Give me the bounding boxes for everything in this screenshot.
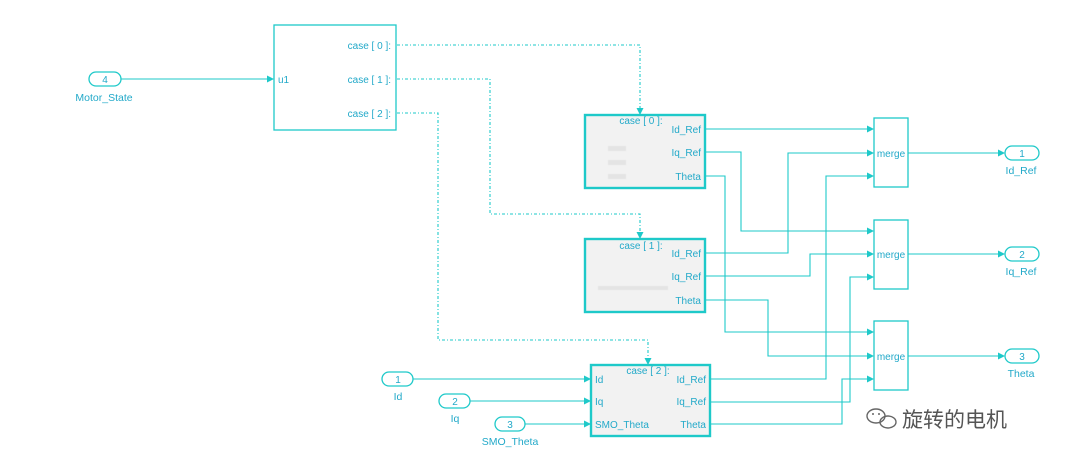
- subsystem-out-label: Theta: [675, 172, 701, 183]
- outport-id-ref[interactable]: 1 Id_Ref: [1004, 145, 1040, 177]
- subsystem-out-label: Id_Ref: [672, 125, 702, 136]
- wire-s0-iqref: [705, 151, 874, 235]
- inport-iq[interactable]: 2 Iq: [438, 393, 471, 425]
- faint-port-mark: [607, 159, 627, 166]
- action-wire-case1: [397, 78, 644, 239]
- wire-s2-idref: [710, 172, 874, 380]
- switch-case-label-0: case [ 0 ]:: [348, 41, 391, 52]
- wire-s2-iqref: [710, 273, 874, 403]
- outport-theta[interactable]: 3 Theta: [1004, 348, 1040, 380]
- subsystem-title: case [ 0 ]:: [619, 116, 662, 127]
- merge-block-2[interactable]: merge: [873, 219, 909, 290]
- inport-motor-state[interactable]: 4 Motor_State: [75, 71, 133, 104]
- inport-number: 4: [102, 75, 108, 86]
- subsystem-out-label: Iq_Ref: [677, 397, 707, 408]
- switch-case-body[interactable]: [273, 24, 397, 131]
- inport-name: Motor_State: [75, 92, 132, 104]
- switch-case-block[interactable]: u1 case [ 0 ]: case [ 1 ]: case [ 2 ]:: [273, 24, 397, 131]
- subsystem-case0-body[interactable]: [583, 113, 707, 190]
- outport-shape[interactable]: [1004, 348, 1040, 364]
- outport-number: 3: [1019, 352, 1025, 363]
- subsystem-case1[interactable]: case [ 1 ]: Id_Ref Iq_Ref Theta: [583, 237, 707, 314]
- merge-label: merge: [877, 352, 906, 363]
- wire-s1-idref: [705, 149, 874, 254]
- switch-case-label-2: case [ 2 ]:: [348, 109, 391, 120]
- wire-s1-iqref: [705, 250, 874, 277]
- action-wire-case0: [397, 44, 644, 115]
- inport-smo-theta[interactable]: 3 SMO_Theta: [482, 416, 539, 448]
- merge-block-1[interactable]: merge: [873, 117, 909, 188]
- subsystem-title: case [ 1 ]:: [619, 241, 662, 252]
- outport-number: 2: [1019, 250, 1025, 261]
- merge-body[interactable]: [873, 117, 909, 188]
- outport-name: Theta: [1008, 368, 1035, 380]
- subsystem-case2[interactable]: case [ 2 ]: Id Iq SMO_Theta Id_Ref Iq_Re…: [589, 363, 712, 438]
- subsystem-out-label: Iq_Ref: [672, 148, 702, 159]
- switch-case-label-1: case [ 1 ]:: [348, 75, 391, 86]
- outport-shape[interactable]: [1004, 145, 1040, 161]
- faint-port-mark: [607, 173, 627, 180]
- wechat-icon: [866, 408, 897, 429]
- subsystem-title: case [ 2 ]:: [626, 366, 669, 377]
- inport-number: 2: [452, 397, 458, 408]
- merge-body[interactable]: [873, 219, 909, 290]
- signal-lines: [121, 44, 1005, 428]
- wire-s1-theta: [705, 299, 874, 360]
- merge-block-3[interactable]: merge: [873, 320, 909, 391]
- merge-label: merge: [877, 250, 906, 261]
- subsystem-case0[interactable]: case [ 0 ]: Id_Ref Iq_Ref Theta: [583, 113, 707, 190]
- inport-name: Id: [394, 391, 403, 403]
- inport-name: Iq: [451, 413, 460, 425]
- subsystem-in-label: Iq: [595, 397, 603, 408]
- faint-port-mark: [607, 145, 627, 152]
- inport-number: 1: [395, 375, 401, 386]
- merge-label: merge: [877, 149, 906, 160]
- outport-name: Id_Ref: [1006, 165, 1037, 177]
- outport-name: Iq_Ref: [1006, 266, 1037, 278]
- watermark: 旋转的电机: [866, 408, 1007, 432]
- subsystem-case2-body[interactable]: [589, 363, 712, 438]
- subsystem-in-label: Id: [595, 375, 603, 386]
- subsystem-out-label: Theta: [680, 420, 706, 431]
- wire-s0-theta: [705, 175, 874, 336]
- subsystem-out-label: Theta: [675, 296, 701, 307]
- inport-shape[interactable]: [438, 393, 471, 409]
- action-wire-case2: [397, 112, 652, 365]
- merge-body[interactable]: [873, 320, 909, 391]
- switch-case-input-label: u1: [278, 75, 290, 86]
- faint-port-mark: [597, 285, 669, 291]
- outport-number: 1: [1019, 149, 1025, 160]
- inport-name: SMO_Theta: [482, 436, 539, 448]
- subsystem-out-label: Iq_Ref: [672, 272, 702, 283]
- subsystem-out-label: Id_Ref: [672, 249, 702, 260]
- subsystem-out-label: Id_Ref: [677, 375, 707, 386]
- outport-iq-ref[interactable]: 2 Iq_Ref: [1004, 246, 1040, 278]
- subsystem-in-label: SMO_Theta: [595, 420, 649, 431]
- outport-shape[interactable]: [1004, 246, 1040, 262]
- inport-shape[interactable]: [494, 416, 526, 432]
- inport-number: 3: [507, 420, 513, 431]
- watermark-text: 旋转的电机: [902, 408, 1007, 432]
- inport-id[interactable]: 1 Id: [381, 371, 414, 403]
- inport-shape[interactable]: [88, 71, 122, 87]
- subsystem-case1-body[interactable]: [583, 237, 707, 314]
- wire-s2-theta: [710, 375, 874, 425]
- inport-shape[interactable]: [381, 371, 414, 387]
